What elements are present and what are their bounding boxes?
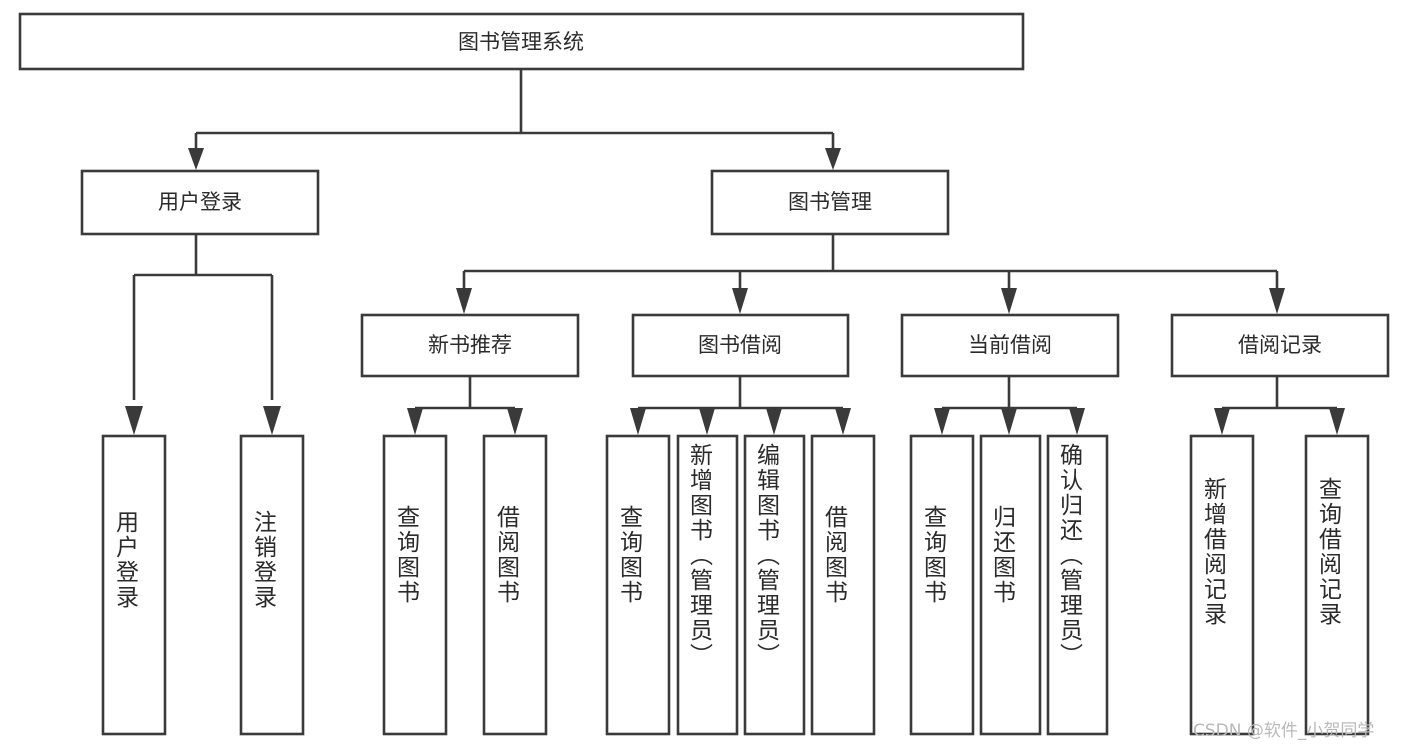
leaf-add-borrow-record-rect[interactable] (1189, 434, 1255, 736)
node-book-borrow-rect[interactable] (631, 313, 850, 378)
node-new-book-recommend-rect[interactable] (360, 313, 580, 378)
arrow-to-borrow-record (1269, 288, 1285, 314)
arrow-to-leaf-edit-book-admin (766, 408, 782, 435)
node-current-borrow-rect[interactable] (900, 313, 1120, 378)
node-borrow-record-rect[interactable] (1170, 313, 1390, 378)
arrow-to-leaf-return-book (1001, 408, 1017, 435)
arrow-to-new-book-recommend (456, 288, 472, 314)
arrow-to-user-login (188, 148, 204, 170)
leaf-query-book-1-rect[interactable] (382, 434, 448, 736)
node-root[interactable]: 图书管理系统 (18, 12, 1025, 71)
arrow-to-leaf-confirm-return-admin (1069, 408, 1085, 435)
node-new-book-recommend-label: 新书推荐 (428, 333, 512, 357)
leaf-query-book-3-rect[interactable] (909, 434, 975, 736)
leaf-query-book-2-rect[interactable] (605, 434, 671, 736)
arrow-to-leaf-query-book-2 (630, 408, 646, 435)
leaf-edit-book-admin-rect[interactable] (743, 434, 806, 736)
arrow-to-book-management (825, 148, 841, 170)
node-book-borrow-label: 图书借阅 (698, 333, 782, 357)
leaf-confirm-return-admin-rect[interactable] (1046, 434, 1109, 736)
node-root-rect[interactable] (18, 12, 1025, 71)
arrow-to-book-borrow (732, 288, 748, 314)
leaf-borrow-book-2-rect[interactable] (810, 434, 876, 736)
arrow-to-leaf-add-book-admin (699, 408, 715, 435)
arrow-to-leaf-query-book-1 (407, 408, 423, 435)
leaf-borrow-book-1-rect[interactable] (482, 434, 548, 736)
arrow-to-leaf-add-borrow-record (1214, 408, 1230, 435)
arrow-to-leaf-logout-login (263, 406, 281, 435)
leaf-add-book-admin-rect[interactable] (676, 434, 739, 736)
arrow-to-current-borrow (1001, 288, 1017, 314)
node-current-borrow-label: 当前借阅 (968, 333, 1052, 357)
node-user-login-rect[interactable] (80, 169, 320, 236)
arrow-to-leaf-user-login (125, 406, 143, 435)
node-book-management[interactable]: 图书管理 (710, 169, 950, 236)
leaf-query-borrow-record-rect[interactable] (1304, 434, 1370, 736)
node-borrow-record[interactable]: 借阅记录 (1170, 313, 1390, 378)
node-user-login-label: 用户登录 (158, 190, 242, 214)
node-current-borrow[interactable]: 当前借阅 (900, 313, 1120, 378)
connector-layer (125, 69, 1345, 435)
node-user-login[interactable]: 用户登录 (80, 169, 320, 236)
node-new-book-recommend[interactable]: 新书推荐 (360, 313, 580, 378)
node-book-borrow[interactable]: 图书借阅 (631, 313, 850, 378)
leaf-logout-login-rect[interactable] (239, 434, 305, 736)
node-root-label: 图书管理系统 (458, 30, 584, 54)
arrow-to-leaf-borrow-book-2 (835, 408, 851, 435)
leaf-return-book-rect[interactable] (979, 434, 1042, 736)
arrow-to-leaf-borrow-book-1 (507, 408, 523, 435)
leaf-user-login-rect[interactable] (101, 434, 167, 736)
node-borrow-record-label: 借阅记录 (1238, 333, 1322, 357)
node-book-management-label: 图书管理 (788, 190, 872, 214)
watermark-text: CSDN @软件_小贺同学 (1193, 721, 1375, 741)
arrow-to-leaf-query-book-3 (934, 408, 950, 435)
node-book-management-rect[interactable] (710, 169, 950, 236)
arrow-to-leaf-query-borrow-record (1329, 408, 1345, 435)
